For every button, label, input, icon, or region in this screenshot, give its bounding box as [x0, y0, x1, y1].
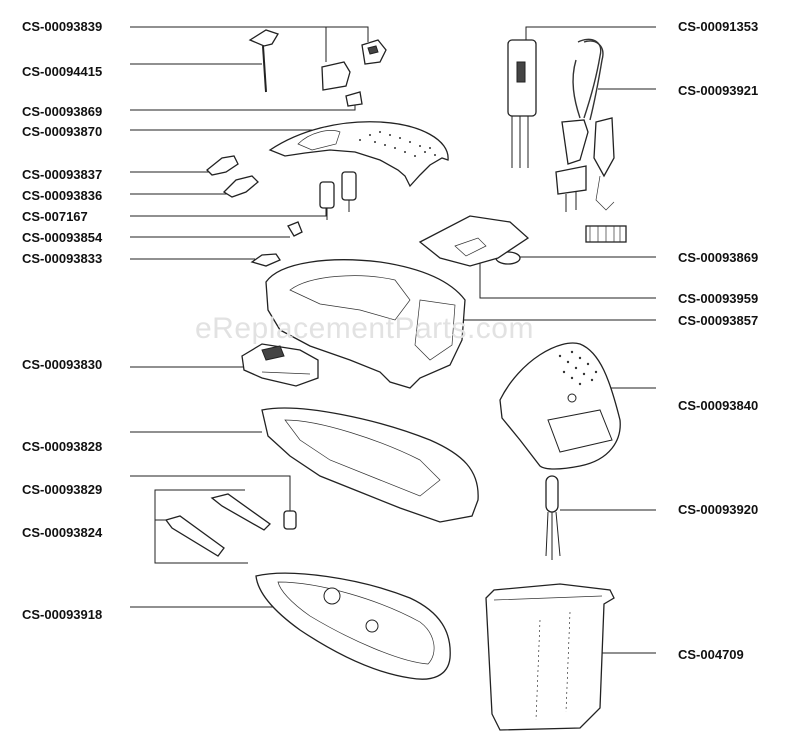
watermark-text: eReplacementParts.com — [195, 312, 534, 345]
part-label-cs-00093857[interactable]: CS-00093857 — [678, 313, 759, 328]
part-label-cs-00093829[interactable]: CS-00093829 — [22, 482, 103, 497]
part-label-cs-00093839[interactable]: CS-00093839 — [22, 19, 103, 34]
part-label-cs-00093870[interactable]: CS-00093870 — [22, 124, 103, 139]
part-label-cs-00093921[interactable]: CS-00093921 — [678, 83, 759, 98]
part-label-cs-00093828[interactable]: CS-00093828 — [22, 439, 103, 454]
part-label-cs-007167[interactable]: CS-007167 — [22, 209, 88, 224]
handle-housing — [265, 259, 466, 389]
part-label-cs-00093854[interactable]: CS-00093854 — [22, 230, 103, 245]
handle-top-cover — [268, 121, 449, 188]
push-button-rod — [248, 29, 279, 93]
part-label-cs-00093833[interactable]: CS-00093833 — [22, 251, 103, 266]
tank-cover — [418, 215, 530, 267]
body-frame — [261, 407, 479, 523]
part-label-cs-00093869-right[interactable]: CS-00093869 — [678, 250, 759, 265]
part-label-cs-00093918[interactable]: CS-00093918 — [22, 607, 103, 622]
cord-connector — [507, 39, 537, 168]
part-label-cs-00093830[interactable]: CS-00093830 — [22, 357, 103, 372]
leader-lines-left — [130, 26, 369, 608]
thermostat — [545, 475, 561, 560]
pump-assembly — [319, 171, 357, 220]
guide-rails — [164, 493, 272, 557]
small-connector — [287, 221, 303, 237]
steam-button — [222, 175, 259, 198]
part-label-cs-00093836[interactable]: CS-00093836 — [22, 188, 103, 203]
valve-mechanism — [241, 343, 319, 387]
part-label-cs-00093840[interactable]: CS-00093840 — [678, 398, 759, 413]
soleplate — [255, 572, 451, 680]
clip-parts-top — [321, 39, 387, 91]
part-label-cs-00093824[interactable]: CS-00093824 — [22, 525, 103, 540]
rubber-plug — [283, 510, 297, 530]
rear-cover — [499, 342, 621, 470]
small-clip — [345, 91, 363, 107]
part-label-cs-004709[interactable]: CS-004709 — [678, 647, 744, 662]
part-label-cs-00093920[interactable]: CS-00093920 — [678, 502, 759, 517]
power-cord — [555, 38, 627, 243]
part-label-cs-00094415[interactable]: CS-00094415 — [22, 64, 103, 79]
measuring-cup — [485, 583, 615, 731]
part-label-cs-00093959[interactable]: CS-00093959 — [678, 291, 759, 306]
clip-small — [250, 253, 281, 267]
part-label-cs-00093869-left[interactable]: CS-00093869 — [22, 104, 103, 119]
part-label-cs-00093837[interactable]: CS-00093837 — [22, 167, 103, 182]
spray-button — [206, 155, 239, 176]
part-label-cs-00091353[interactable]: CS-00091353 — [678, 19, 759, 34]
